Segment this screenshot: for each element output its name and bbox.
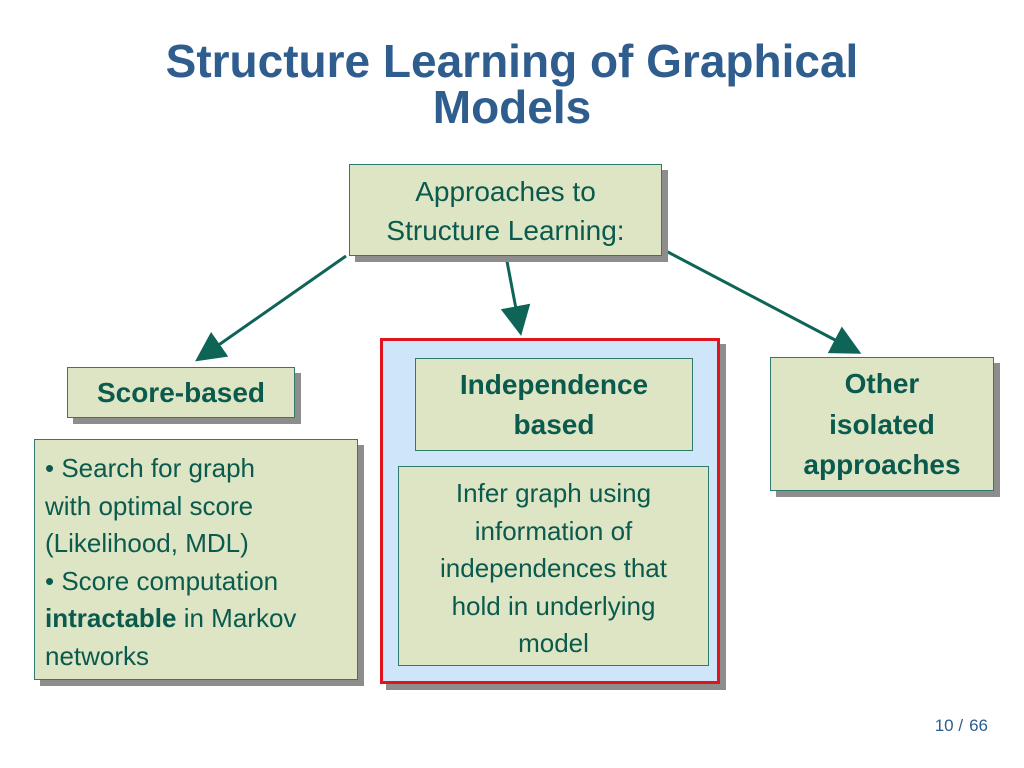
score-bullet-1-line-2: with optimal score — [45, 490, 254, 521]
page-total: 66 — [969, 716, 988, 735]
other-approaches-line-2: isolated — [829, 408, 935, 440]
intractable-emphasis: intractable — [45, 603, 177, 633]
score-based-box: Score-based — [67, 367, 295, 418]
score-based-description: • Search for graph with optimal score (L… — [34, 439, 358, 680]
arrow-to-other-approaches — [663, 248, 862, 354]
score-bullet-2-line-2: intractable in Markov — [45, 600, 357, 638]
score-bullet-2-line-1: • Score computation — [45, 565, 279, 596]
arrow-to-score-based — [195, 254, 347, 362]
indep-desc-line-4: hold in underlying — [451, 590, 656, 621]
other-approaches-box: Other isolated approaches — [770, 357, 994, 491]
page-number: 10 / 66 — [929, 716, 988, 736]
slide-title-line-2: Models — [432, 81, 592, 133]
indep-desc-line-3: independences that — [440, 553, 667, 583]
score-bullet-2-line-3: networks — [45, 640, 150, 671]
independence-based-line-2: based — [513, 409, 595, 440]
score-bullet-1-line-1: • Search for graph — [45, 453, 255, 483]
root-node-box: Approaches to Structure Learning: — [349, 164, 662, 256]
other-approaches-line-1: Other — [844, 368, 920, 399]
arrow-to-independence-based — [500, 255, 531, 336]
independence-based-description: Infer graph using information of indepen… — [398, 466, 709, 666]
slide-title-line-1: Structure Learning of Graphical — [165, 35, 859, 87]
slide-title: Structure Learning of Graphical Models — [0, 38, 1024, 130]
score-based-label: Score-based — [96, 377, 266, 408]
indep-desc-line-2: information of — [474, 515, 633, 546]
page-current: 10 / — [934, 716, 964, 735]
independence-based-line-1: Independence — [459, 369, 649, 400]
indep-desc-line-1: Infer graph using — [455, 478, 652, 508]
independence-based-box: Independence based — [415, 358, 693, 451]
other-approaches-line-3: approaches — [803, 449, 961, 480]
root-node-line-1: Approaches to — [415, 176, 596, 207]
indep-desc-line-5: model — [518, 628, 589, 658]
root-node-line-2: Structure Learning: — [386, 215, 625, 246]
score-bullet-1-line-3: (Likelihood, MDL) — [45, 528, 249, 558]
score-bullet-2-line-2-rest: in Markov — [176, 603, 297, 633]
